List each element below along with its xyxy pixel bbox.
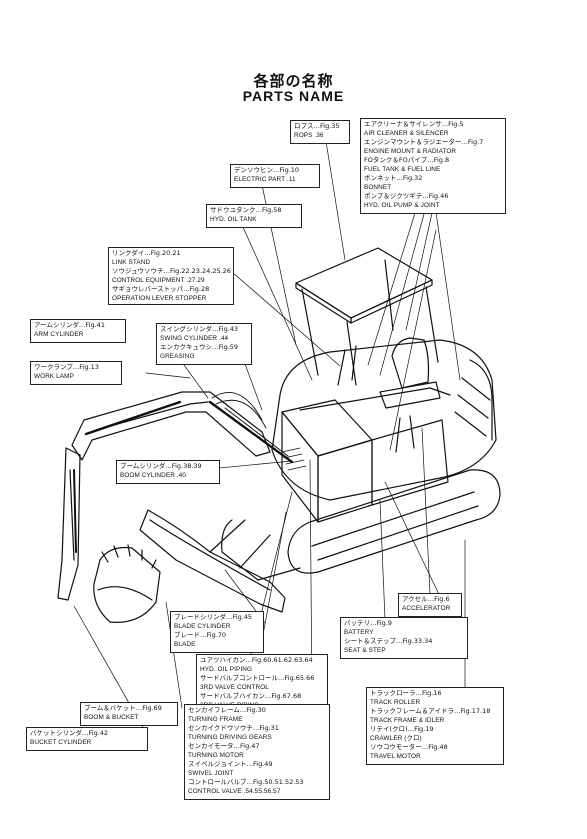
page-title-jp: 各部の名称: [253, 72, 334, 90]
boom-cylinder-rod: [208, 400, 294, 464]
label-blade: ブレードシリンダ…Fig.45 BLADE CYLINDER ブレード…Fig.…: [170, 611, 264, 653]
label-engine-group: エアクリーナ＆サイレンサ…Fig.5 AIR CLEANER & SILENCE…: [360, 118, 506, 214]
bucket: [93, 546, 161, 623]
label-hyd-oil-tank: サドウユタンク…Fig.58 HYD. OIL TANK: [206, 204, 302, 228]
label-rops: ロプス…Fig.35 ROPS .36: [290, 120, 350, 144]
label-track-group: トラックローラ…Fig.16 TRACK ROLLER トラックフレーム＆アイド…: [366, 687, 504, 765]
right-track: [287, 469, 501, 574]
label-boom-cylinder: ブームシリンダ…Fig.38.39 BOOM CYLINDER .40: [116, 460, 220, 484]
dozer-blade: [139, 509, 286, 613]
label-arm-cylinder: アームシリンダ…Fig.41 ARM CYLINDER: [30, 319, 126, 343]
label-turning-group: センカイフレーム…Fig.30 TURNING FRAME センカイクドウソウチ…: [184, 704, 330, 800]
arm-cylinder-rod: [84, 400, 182, 436]
label-battery-seat: バッテリ…Fig.9 BATTERY シート＆ステップ…Fig.33.34 SE…: [340, 617, 468, 659]
label-bucket-cylinder: バケットシリンダ…Fig.42 BUCKET CYLINDER: [26, 727, 148, 751]
boom: [71, 391, 271, 461]
label-electric-part: デンソウヒン…Fig.10 ELECTRIC PART .11: [230, 164, 320, 188]
seat: [391, 337, 430, 389]
label-control-equipment: リンクダイ…Fig.20.21 LINK STAND ソウジュウソウチ…Fig.…: [108, 247, 234, 305]
upper-body: [271, 339, 497, 501]
label-accelerator: アクセル…Fig.6 ACCELERATOR: [398, 593, 462, 617]
page-title: PARTS NAME: [242, 88, 345, 104]
arm: [57, 447, 81, 601]
label-work-lamp: ワークランプ…Fig.13 WORK LAMP: [30, 361, 122, 385]
label-swing-cylinder: スイングシリンダ…Fig.43 SWING CYLINDER .44 エンカクキ…: [156, 323, 252, 365]
label-boom-bucket: ブーム＆バケット…Fig.69 BOOM & BUCKET: [80, 702, 178, 726]
